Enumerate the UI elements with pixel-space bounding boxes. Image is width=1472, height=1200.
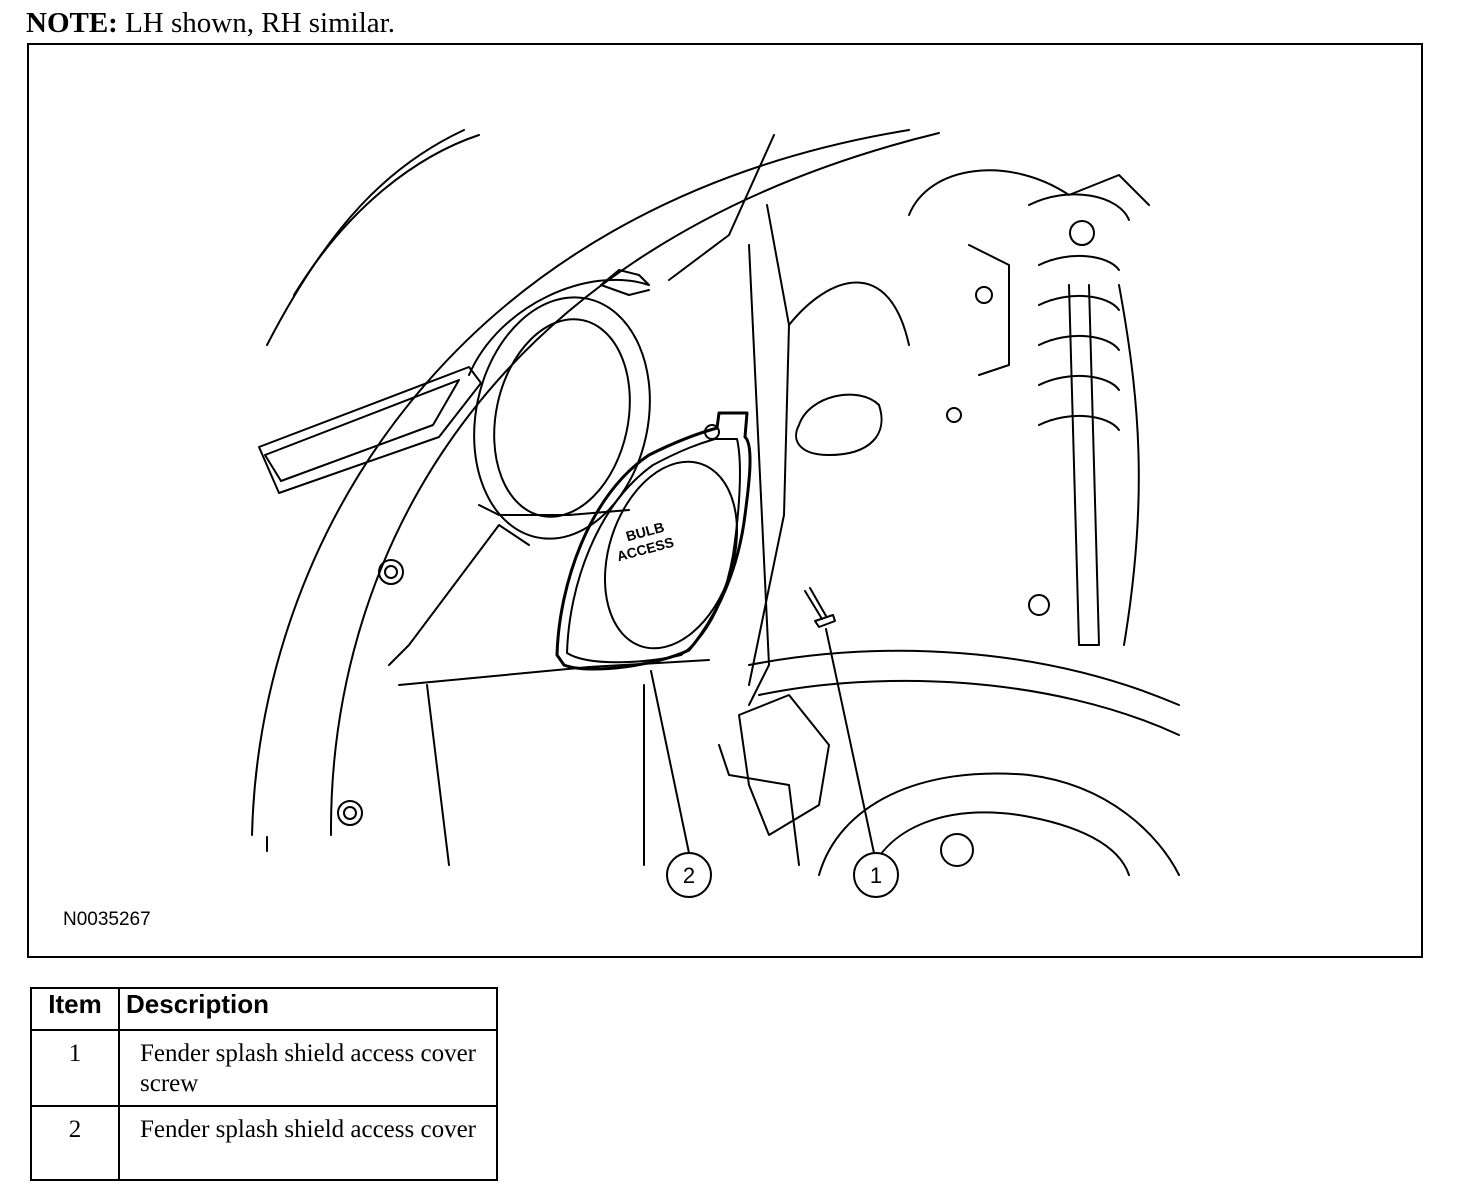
- coil-spring-2: [1038, 294, 1120, 311]
- note-text: LH shown, RH similar.: [125, 7, 395, 39]
- bulb-access-label: BULB ACCESS: [615, 519, 676, 565]
- callout-1: 1: [853, 852, 899, 898]
- bumper-strip: [258, 366, 482, 494]
- legend-header-item: Item: [30, 987, 120, 1031]
- callout-1-label: 1: [870, 863, 882, 888]
- fender-arc-top: [266, 129, 465, 346]
- retainer-clip-lower: [337, 800, 363, 826]
- table-row: 1 Fender splash shield access cover scre…: [30, 1029, 498, 1107]
- retainer-clip-upper: [378, 559, 404, 585]
- figure-id: N0035267: [63, 909, 151, 930]
- callout-2: 2: [666, 852, 712, 898]
- caliper-bracket: [738, 694, 830, 836]
- access-cover-bulb-port: [603, 460, 739, 650]
- legend-item-number: 1: [30, 1029, 120, 1107]
- callout-2-label: 2: [683, 863, 695, 888]
- leader-line-2: [650, 670, 690, 854]
- coil-spring-3: [1038, 334, 1120, 351]
- headlamp-opening: [473, 296, 651, 540]
- legend-table: Item Description 1 Fender splash shield …: [30, 987, 498, 1181]
- coil-spring-1: [1038, 254, 1120, 271]
- fender-arc-line: [293, 134, 480, 296]
- note-label: NOTE:: [26, 7, 118, 39]
- table-row: 2 Fender splash shield access cover: [30, 1105, 498, 1181]
- shield-oval: [795, 393, 883, 456]
- strut-shock: [1068, 284, 1100, 646]
- coil-spring-4: [1038, 374, 1120, 391]
- legend-item-number: 2: [30, 1105, 120, 1181]
- fender-illustration: BULB ACCESS 2 1: [251, 129, 1180, 898]
- legend-header-description: Description: [118, 987, 498, 1031]
- legend-header-row: Item Description: [30, 987, 498, 1031]
- fender-arc-inner: [329, 132, 940, 836]
- access-cover-screw: [804, 587, 836, 628]
- strut-tower: [908, 169, 1150, 216]
- headlamp-housing: [468, 269, 650, 376]
- fender-arc-outer: [251, 129, 910, 836]
- note-line: NOTE: LH shown, RH similar.: [26, 6, 395, 40]
- brake-rotor: [818, 772, 1180, 876]
- legend-item-description: Fender splash shield access cover screw: [118, 1029, 498, 1107]
- leader-line-1: [825, 628, 875, 854]
- splash-shield-edge: [388, 524, 530, 666]
- legend-item-description: Fender splash shield access cover: [118, 1105, 498, 1181]
- illustration-frame: BULB ACCESS 2 1 N0035267: [27, 43, 1423, 958]
